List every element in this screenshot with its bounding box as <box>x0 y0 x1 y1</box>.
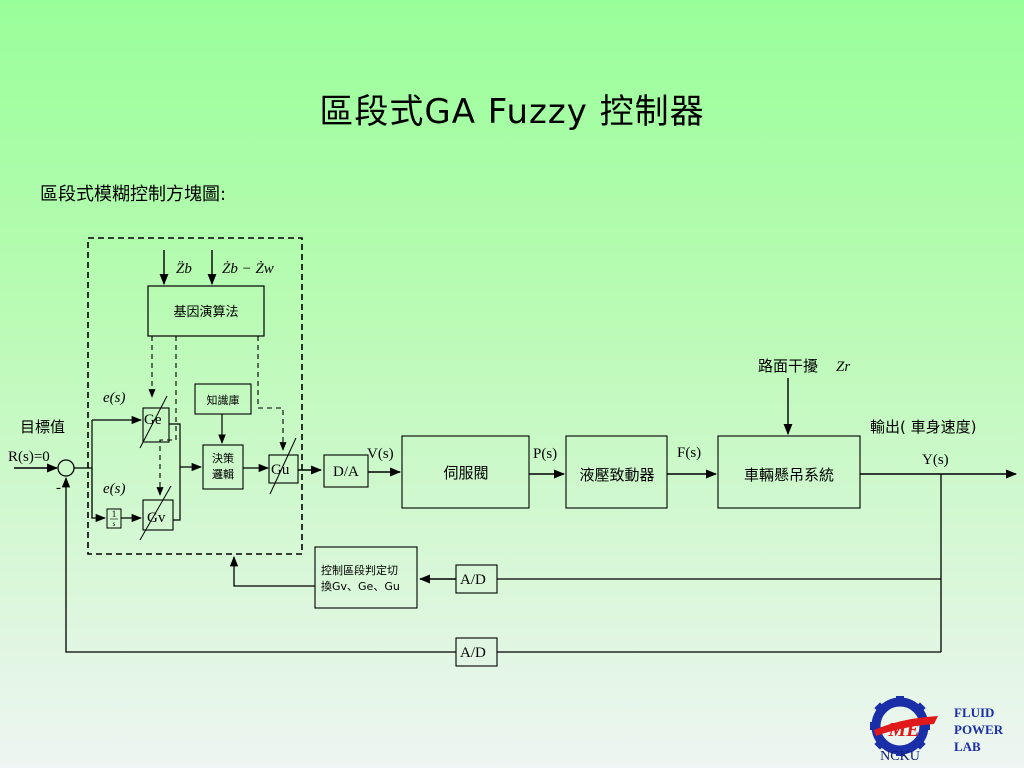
integrator-num: 1 <box>112 509 117 519</box>
output-label: 輸出( 車身速度) <box>870 418 976 436</box>
f-signal-label: F(s) <box>677 445 701 461</box>
ad-bottom-label: A/D <box>460 645 486 661</box>
zone-switch-line2: 換Gv、Ge、Gu <box>321 580 400 593</box>
gv-label: Gv <box>147 510 166 526</box>
suspension-system-label: 車輛懸吊系統 <box>744 466 834 484</box>
gear-icon <box>870 696 930 756</box>
ncku-fluid-power-lab-logo: ME NCKU FLUID POWER LAB <box>870 696 1004 762</box>
summing-junction <box>57 459 75 477</box>
ge-block <box>142 407 170 443</box>
gv-block <box>142 499 174 531</box>
lab-line1: FLUID <box>954 705 994 720</box>
disturbance-symbol: Zr <box>836 359 850 375</box>
ge-out <box>169 423 181 521</box>
logo-center-text: ME <box>887 719 919 741</box>
servo-valve-label: 伺服閥 <box>443 464 488 482</box>
gu-tuning-slash <box>269 437 297 495</box>
v-signal-label: V(s) <box>367 446 394 462</box>
gv-tuning-slash <box>139 485 172 541</box>
ga-to-gv <box>156 336 177 496</box>
da-block <box>323 454 369 488</box>
slide-title: 區段式GA Fuzzy 控制器 <box>319 92 705 132</box>
knowledge-base-label: 知識庫 <box>207 393 240 407</box>
lab-line3: LAB <box>954 739 981 754</box>
integrator-den: s <box>113 520 116 528</box>
zone-switch-block <box>314 546 418 609</box>
hydraulic-actuator-label: 液壓致動器 <box>579 466 654 484</box>
zone-switch-to-controller <box>229 555 315 587</box>
p-signal-label: P(s) <box>533 446 557 462</box>
lab-line2: POWER <box>954 722 1004 737</box>
ga-block <box>147 285 265 337</box>
zb-minus-zw-label: Żb − Żw <box>222 261 274 277</box>
disturbance-label: 路面干擾 <box>758 357 818 375</box>
ge-label: Ge <box>144 412 162 428</box>
minus-sign: - <box>56 480 61 496</box>
decision-logic-block <box>202 444 244 490</box>
gu-label: Gu <box>271 462 290 478</box>
output-signal-label: Y(s) <box>922 452 949 468</box>
ad-top-label: A/D <box>460 572 486 588</box>
ga-block-label: 基因演算法 <box>173 304 238 320</box>
decision-logic-line2: 邏輯 <box>212 468 234 481</box>
e-to-integrator <box>91 468 107 523</box>
da-label: D/A <box>333 464 359 480</box>
logo-ncku-text: NCKU <box>880 749 920 762</box>
servo-valve-block <box>401 435 530 509</box>
decision-logic-line1: 決策 <box>212 451 234 465</box>
knowledge-base-block <box>194 383 252 415</box>
e-bottom-label: e(s) <box>103 481 126 497</box>
reference-label: R(s)=0 <box>8 449 50 465</box>
controller-boundary <box>87 237 303 555</box>
gu-block <box>268 454 299 484</box>
hydraulic-actuator-block <box>565 435 668 509</box>
ge-tuning-slash <box>139 395 168 449</box>
ga-to-gu <box>257 336 287 451</box>
diagram-caption: 區段式模糊控制方塊圖: <box>40 184 227 205</box>
suspension-system-block <box>717 435 861 509</box>
setpoint-label: 目標值 <box>20 418 65 436</box>
zb-ddot-label: Z̈b <box>176 260 192 277</box>
feedback-to-junction <box>61 476 456 653</box>
zone-switch-line1: 控制區段判定切 <box>321 563 398 577</box>
swoosh-icon <box>874 716 938 736</box>
e-top-label: e(s) <box>103 390 126 406</box>
